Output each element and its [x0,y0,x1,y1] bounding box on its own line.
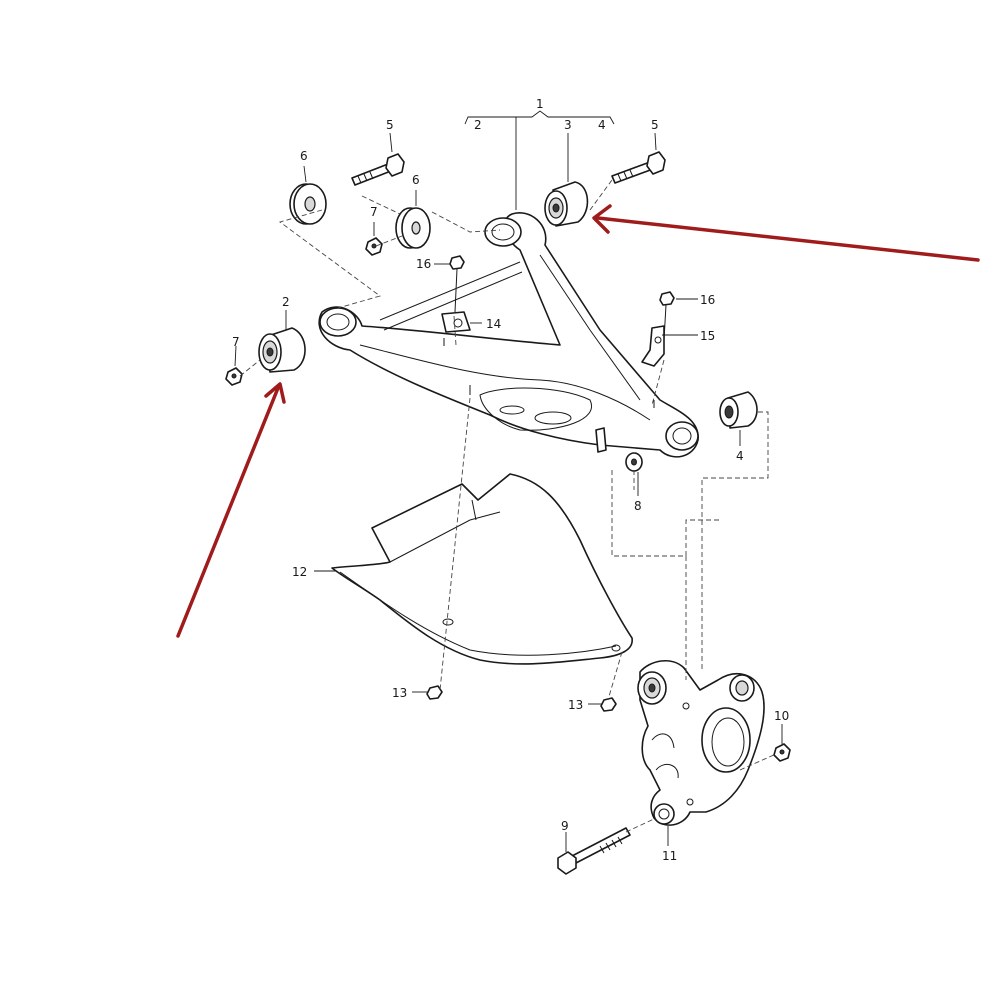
callout-16-right: 16 [700,293,715,307]
bolt-5-left [351,153,405,186]
red-arrow-left [176,382,286,638]
red-arrow-right [592,204,980,262]
callout-2-left: 2 [282,295,290,309]
callout-8: 8 [634,499,642,513]
callout-9: 9 [561,819,569,833]
callout-7-left: 7 [232,335,240,349]
wheel-carrier-11 [637,660,765,826]
screw-13-right [600,697,617,712]
callout-4-top: 4 [598,118,606,132]
assembly-lines [239,179,777,833]
callout-14: 14 [486,317,501,331]
callout-labels: 1 2 3 4 5 5 6 6 7 7 2 16 14 16 15 4 8 12… [232,97,789,863]
callout-11: 11 [662,849,677,863]
callout-5-right: 5 [651,118,659,132]
bushing-4 [719,391,758,429]
nut-7-left [225,367,243,386]
screw-13-left [426,685,443,700]
callout-1-bracket [464,110,615,210]
bushing-3 [544,181,589,227]
callout-3: 3 [564,118,572,132]
callout-6-left: 6 [300,149,308,163]
nut-7-top [365,237,383,256]
nut-10 [773,743,791,762]
washer-6-mid [395,207,431,249]
callout-13-right: 13 [568,698,583,712]
control-arm [318,212,699,458]
washer-6-left [289,183,327,225]
callout-1: 1 [536,97,544,111]
callout-13-left: 13 [392,686,407,700]
bolt-16-left [449,255,465,313]
callout-12: 12 [292,565,307,579]
callout-4-right: 4 [736,449,744,463]
shield-12 [331,473,633,665]
callout-16-left: 16 [416,257,431,271]
callout-10: 10 [774,709,789,723]
callout-6-mid: 6 [412,173,420,187]
bushing-2 [258,327,306,373]
bracket-15 [641,325,665,367]
washer-8 [625,452,643,472]
callout-7-top: 7 [370,205,378,219]
leader-lines [234,132,783,852]
callout-5-left: 5 [386,118,394,132]
bolt-9 [557,827,631,875]
bolt-5-right [611,151,666,184]
bracket-14 [441,311,471,333]
callout-15: 15 [700,329,715,343]
callout-2-top: 2 [474,118,482,132]
